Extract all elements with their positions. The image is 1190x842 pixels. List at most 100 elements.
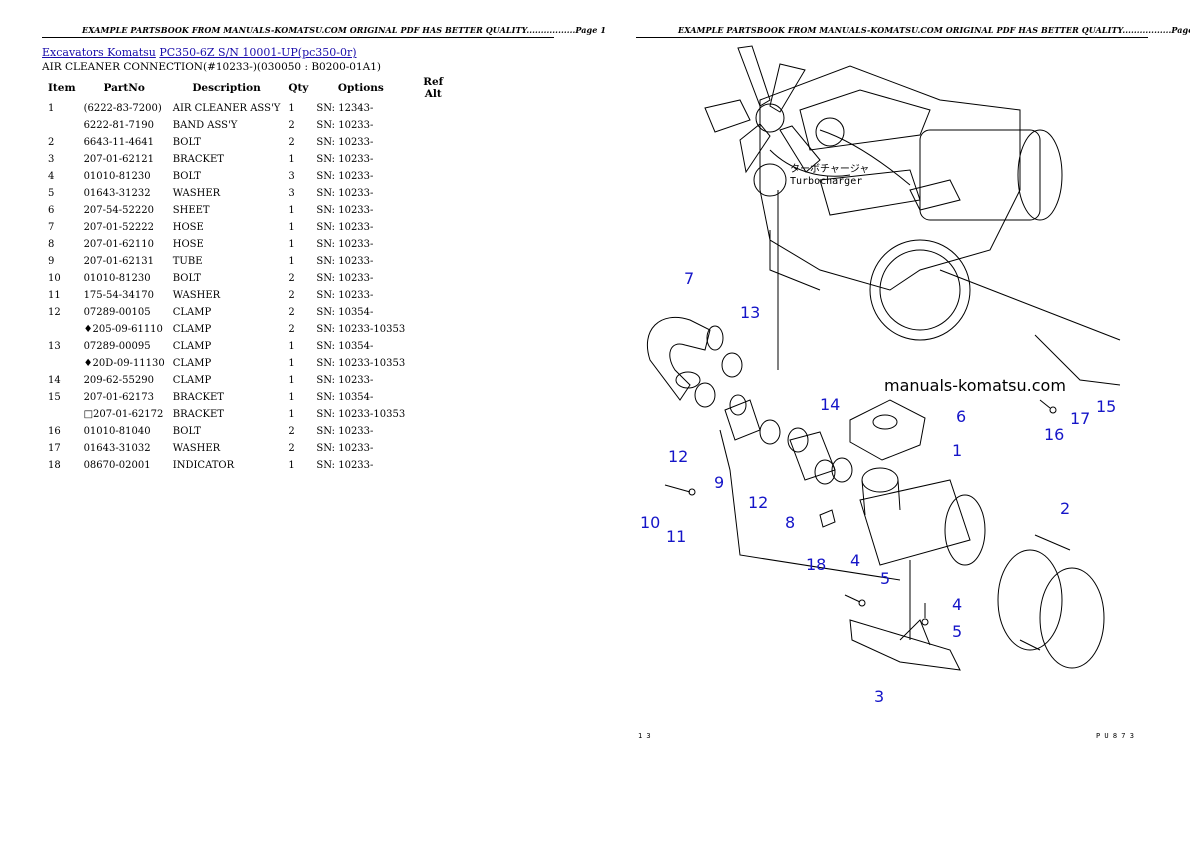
partno-cell: 07289-00105 xyxy=(83,307,151,318)
callout-12b: 12 xyxy=(748,493,768,512)
breadcrumb-link-excavators[interactable]: Excavators Komatsu xyxy=(42,46,156,59)
qty-cell: 1 xyxy=(288,460,295,471)
qty-cell: 1 xyxy=(288,154,295,165)
item-cell: 12 xyxy=(48,307,61,318)
item-cell xyxy=(44,406,80,423)
options-cell: SN: 10233- xyxy=(316,460,374,471)
item-cell: 4 xyxy=(48,171,55,182)
bracket-3-drawing xyxy=(849,619,961,671)
watermark-text: manuals-komatsu.com xyxy=(884,376,1066,395)
page-header-right: EXAMPLE PARTSBOOK FROM MANUALS-KOMATSU.C… xyxy=(678,25,1190,35)
item-cell xyxy=(44,321,80,338)
description-cell: BRACKET xyxy=(172,392,224,403)
partno-cell: ♦20D-09-11130 xyxy=(83,358,165,369)
options-cell: SN: 12343- xyxy=(316,103,374,114)
qty-cell: 1 xyxy=(288,409,295,420)
ref-alt-cell xyxy=(409,117,457,134)
item-cell xyxy=(44,117,80,134)
callout-4a: 4 xyxy=(850,551,860,570)
options-cell: SN: 10233- xyxy=(316,290,374,301)
options-cell: SN: 10233- xyxy=(316,426,374,437)
qty-cell: 2 xyxy=(288,290,295,301)
description-cell: CLAMP xyxy=(172,307,212,318)
parts-table: Item PartNo Description Qty Options Ref … xyxy=(44,76,457,474)
options-cell: SN: 10233- xyxy=(316,256,374,267)
ref-alt-cell xyxy=(409,202,457,219)
options-cell: SN: 10354- xyxy=(316,392,374,403)
col-header-description: Description xyxy=(192,82,261,94)
ref-alt-cell xyxy=(409,321,457,338)
diagram-footer-left: 1 3 xyxy=(638,732,651,740)
options-cell: SN: 10233- xyxy=(316,154,374,165)
item-cell: 6 xyxy=(48,205,55,216)
qty-cell: 2 xyxy=(288,324,295,335)
ref-alt-cell xyxy=(409,151,457,168)
ref-alt-cell xyxy=(409,100,457,117)
engine-drawing xyxy=(753,65,1021,341)
breadcrumb: Excavators Komatsu PC350-6Z S/N 10001-UP… xyxy=(42,46,357,59)
col-header-partno: PartNo xyxy=(103,82,145,94)
partno-cell: 175-54-34170 xyxy=(83,290,154,301)
partno-cell: 6222-81-7190 xyxy=(83,120,154,131)
callout-10: 10 xyxy=(640,513,660,532)
ref-alt-cell xyxy=(409,185,457,202)
item-cell: 7 xyxy=(48,222,55,233)
callout-17: 17 xyxy=(1070,409,1090,428)
ref-alt-cell xyxy=(409,372,457,389)
qty-cell: 1 xyxy=(288,103,295,114)
item-cell: 11 xyxy=(48,290,61,301)
item-cell: 18 xyxy=(48,460,61,471)
partno-cell: 01643-31232 xyxy=(83,188,151,199)
breadcrumb-link-model[interactable]: PC350-6Z S/N 10001-UP(pc350-0r) xyxy=(159,46,357,59)
ref-alt-cell xyxy=(409,457,457,474)
options-cell: SN: 10233-10353 xyxy=(316,358,406,369)
description-cell: TUBE xyxy=(172,256,203,267)
ref-alt-cell xyxy=(409,253,457,270)
description-cell: WASHER xyxy=(172,290,221,301)
partno-cell: (6222-83-7200) xyxy=(83,103,162,114)
options-cell: SN: 10233- xyxy=(316,171,374,182)
callout-8: 8 xyxy=(785,513,795,532)
description-cell: WASHER xyxy=(172,188,221,199)
partno-cell: 207-01-62110 xyxy=(83,239,154,250)
turbocharger-drawing xyxy=(909,129,1063,221)
item-cell: 1 xyxy=(48,103,55,114)
description-cell: INDICATOR xyxy=(172,460,235,471)
exploded-parts-diagram: ターボチャージャ Turbocharger xyxy=(640,45,1121,706)
partno-cell: 207-01-62121 xyxy=(83,154,154,165)
clamp-14-drawing xyxy=(831,457,853,483)
air-cleaner-1-drawing xyxy=(859,467,986,566)
description-cell: BRACKET xyxy=(172,409,224,420)
partno-cell: 07289-00095 xyxy=(83,341,151,352)
partno-cell: 08670-02001 xyxy=(83,460,151,471)
callout-7: 7 xyxy=(684,269,694,288)
callout-18: 18 xyxy=(806,555,826,574)
callout-2: 2 xyxy=(1060,499,1070,518)
partno-cell: 207-01-62131 xyxy=(83,256,154,267)
ref-alt-cell xyxy=(409,423,457,440)
partno-cell: 207-54-52220 xyxy=(83,205,154,216)
partno-cell: 209-62-55290 xyxy=(83,375,154,386)
col-header-item: Item xyxy=(48,82,76,94)
qty-cell: 2 xyxy=(288,307,295,318)
partno-cell: □207-01-62172 xyxy=(83,409,164,420)
col-header-options: Options xyxy=(337,82,384,94)
turbocharger-en-label: Turbocharger xyxy=(790,176,862,187)
options-cell: SN: 10354- xyxy=(316,341,374,352)
ref-alt-cell xyxy=(409,304,457,321)
options-cell: SN: 10233- xyxy=(316,120,374,131)
callout-12a: 12 xyxy=(668,447,688,466)
description-cell: BRACKET xyxy=(172,154,224,165)
item-cell: 16 xyxy=(48,426,61,437)
qty-cell: 1 xyxy=(288,205,295,216)
header-rule-left xyxy=(42,37,554,38)
item-cell: 8 xyxy=(48,239,55,250)
partno-cell: ♦205-09-61110 xyxy=(83,324,163,335)
